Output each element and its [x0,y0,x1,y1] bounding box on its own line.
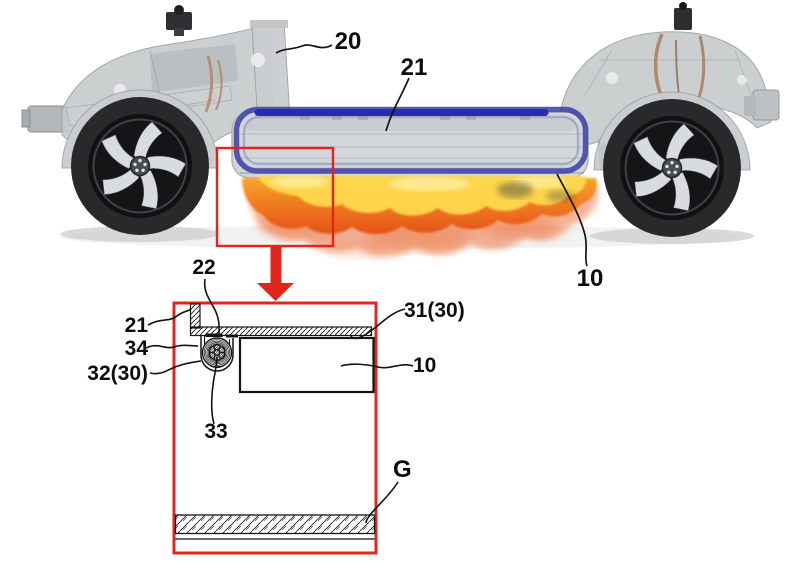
inset-ground-band [174,514,376,535]
leader-G [365,481,399,524]
leader-33 [210,356,218,425]
inset-sill-section [189,303,201,329]
label-34: 34 [124,337,148,360]
leader-32 [149,360,202,375]
leader-20 [275,44,333,54]
leader-22 [203,278,220,335]
leader-21-top [385,77,410,132]
leader-10-inset [340,363,414,369]
front-wheel [70,96,210,236]
rear-strut-mount [674,8,692,30]
label-32-30: 32(30) [87,362,148,385]
fire-overlay [242,176,599,258]
leader-10-main [556,173,588,267]
label-G: G [393,456,412,483]
label-22: 22 [192,256,216,279]
leader-21-left [147,308,192,326]
inset-coil-33 [201,337,233,368]
front-cable [204,55,214,113]
leader-31 [350,308,406,340]
inset-battery-10 [238,336,375,394]
inset-detail [145,278,414,555]
leader-34 [145,344,199,349]
front-top-component [166,12,192,30]
label-20: 20 [334,28,362,55]
label-21-top: 21 [400,54,428,81]
label-33: 33 [204,420,228,443]
zoom-arrow [257,246,294,301]
label-10-inset: 10 [413,354,437,377]
label-31-30: 31(30) [404,299,465,322]
inset-clamp-right [226,334,238,338]
leader-lines-inset [145,278,414,524]
inset-clamp-left [205,333,223,337]
chassis-photo [21,2,780,301]
rear-wheel [602,98,742,238]
leader-lines-main [275,44,588,267]
side-sill-battery [231,106,589,179]
label-21-left: 21 [124,314,148,337]
label-10-main: 10 [576,265,604,292]
